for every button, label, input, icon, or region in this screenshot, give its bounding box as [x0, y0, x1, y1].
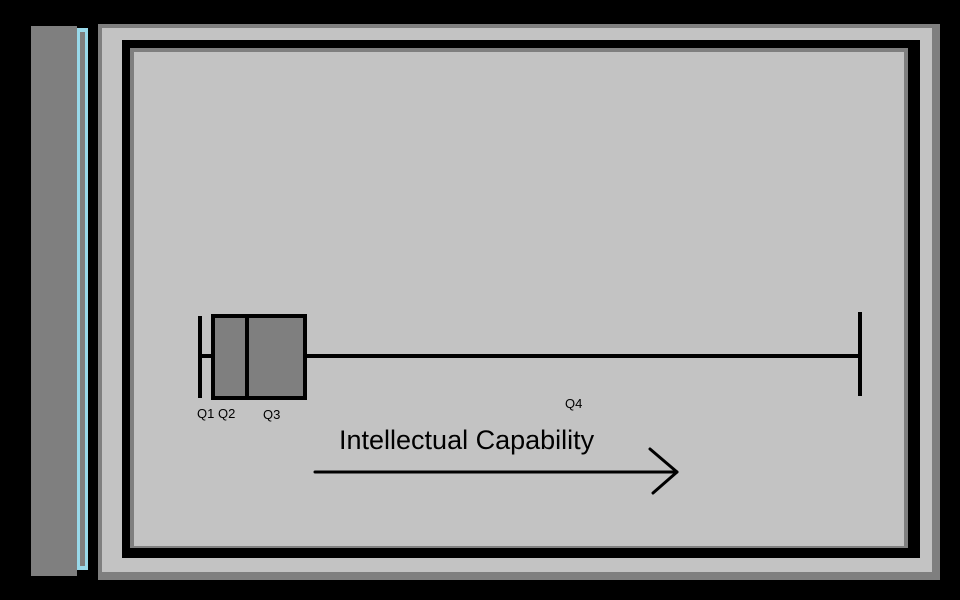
label-q1: Q1: [197, 406, 214, 421]
label-q4: Q4: [565, 396, 582, 411]
arrow-head-icon: [648, 447, 679, 495]
label-q2: Q2: [218, 406, 235, 421]
label-q3: Q3: [263, 407, 280, 422]
accent-strip-inner: [80, 32, 85, 566]
axis-caption: Intellectual Capability: [339, 425, 595, 455]
diagram-panel: [134, 52, 904, 546]
box-body: [211, 314, 307, 400]
left-sidebar-panel: [31, 26, 77, 576]
direction-arrow: [313, 447, 679, 495]
box-plot: [198, 312, 862, 400]
